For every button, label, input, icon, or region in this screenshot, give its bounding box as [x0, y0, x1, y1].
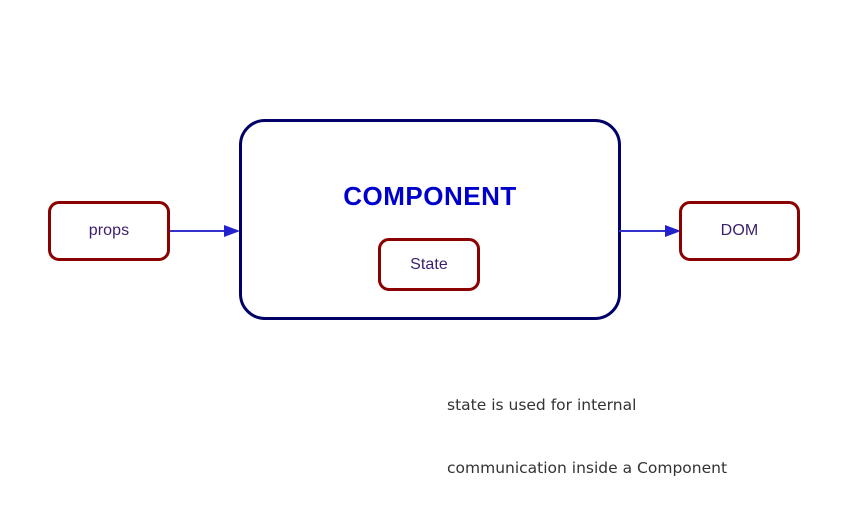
node-state-label: State — [410, 255, 448, 273]
arrow-props-to-component-icon — [170, 225, 240, 237]
node-props-label: props — [88, 222, 130, 239]
node-component-label: COMPONENT — [343, 181, 517, 211]
arrow-props-to-component — [170, 223, 240, 239]
diagram-caption-line-2: communication inside a Component — [447, 459, 728, 477]
node-props[interactable]: props — [48, 201, 170, 261]
arrow-component-to-dom — [619, 223, 681, 239]
diagram-caption-line-1: state is used for internal — [447, 396, 637, 414]
diagram-canvas: props COMPONENT State DOM state is used … — [48, 119, 800, 477]
diagram-caption: state is used for internal communication… — [447, 353, 727, 521]
node-dom[interactable]: DOM — [679, 201, 800, 261]
node-state[interactable]: State — [378, 238, 480, 291]
arrow-component-to-dom-icon — [619, 225, 681, 237]
node-component[interactable] — [239, 119, 621, 320]
node-dom-label: DOM — [720, 222, 759, 239]
